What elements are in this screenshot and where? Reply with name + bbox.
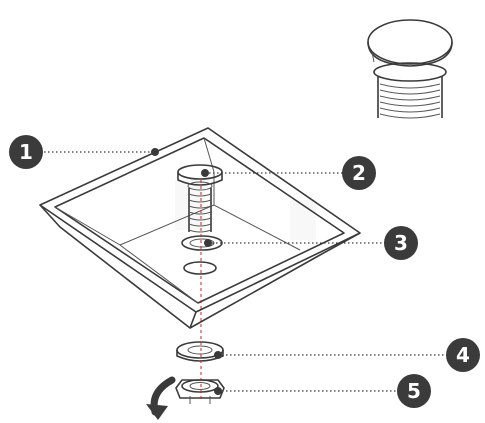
leader-lines (40, 148, 448, 395)
basin-illustration (39, 127, 361, 329)
bottom-sealing-washer (176, 341, 224, 362)
callout-badge-1: 1 (9, 135, 43, 169)
callout-number-5: 5 (407, 379, 421, 403)
waste-inset-illustration (367, 19, 453, 119)
callout-number-3: 3 (394, 231, 408, 255)
watermark (175, 180, 316, 240)
callout-badge-4: 4 (446, 338, 480, 372)
callout-number-1: 1 (19, 140, 33, 164)
callout-badge-3: 3 (384, 226, 418, 260)
callout-number-4: 4 (456, 343, 470, 367)
callout-badge-5: 5 (397, 374, 431, 408)
callout-number-2: 2 (352, 161, 366, 185)
top-sealing-washer (181, 235, 223, 251)
pop-up-waste-plug (177, 164, 223, 233)
callout-badge-2: 2 (342, 156, 376, 190)
curved-arrow-icon (146, 376, 176, 420)
locking-nut (175, 379, 225, 404)
